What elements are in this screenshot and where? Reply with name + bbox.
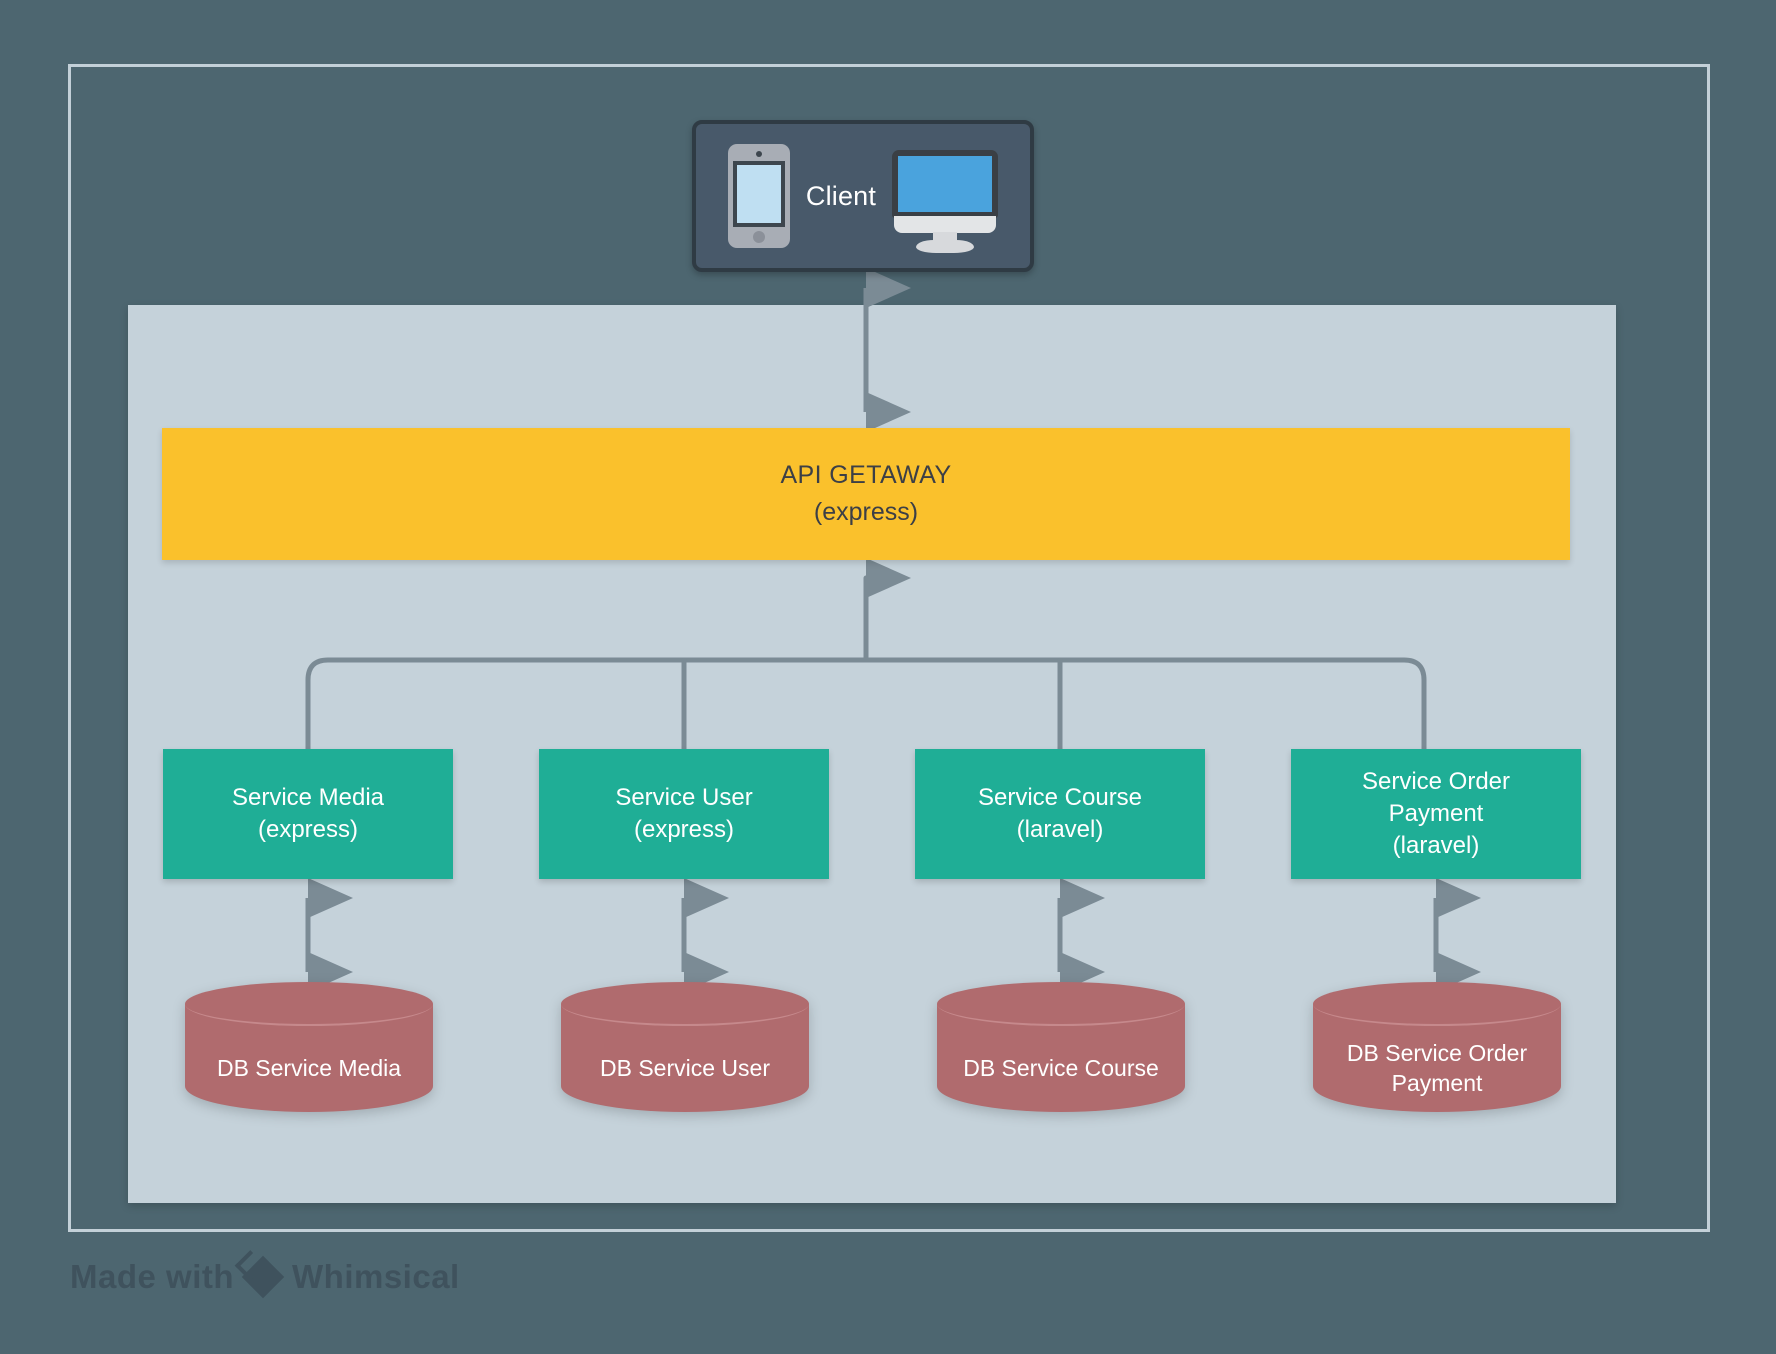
mobile-phone-icon: [727, 144, 790, 248]
monitor-bezel: [892, 150, 999, 218]
phone-camera-dot: [755, 151, 762, 157]
watermark-prefix: Made with: [70, 1258, 235, 1295]
database-label: DB Service Course: [963, 1055, 1159, 1082]
outer-frame: [68, 64, 1710, 1232]
db-cylinder-top: [185, 982, 433, 1026]
desktop-monitor-icon: [892, 144, 999, 253]
whimsical-watermark: Made with Whimsical: [70, 1255, 460, 1299]
api-gateway-title: API GETAWAY: [780, 461, 952, 489]
api-gateway-subtitle: (express): [813, 498, 919, 526]
api-gateway-node[interactable]: API GETAWAY (express): [162, 428, 1570, 560]
watermark-brand: Whimsical: [292, 1258, 460, 1295]
service-subtitle: (express): [633, 816, 735, 843]
database-node-media[interactable]: DB Service Media: [185, 982, 433, 1134]
database-node-user[interactable]: DB Service User: [561, 982, 809, 1134]
db-cylinder-top: [1313, 982, 1561, 1026]
monitor-screen: [898, 156, 993, 212]
service-node-course[interactable]: Service Course (laravel): [915, 749, 1205, 879]
client-label: Client: [805, 180, 877, 211]
monitor-foot: [916, 240, 975, 253]
monitor-neck: [933, 232, 958, 243]
client-node[interactable]: Client: [692, 120, 1034, 272]
service-node-user[interactable]: Service User (express): [539, 749, 829, 879]
service-subtitle: (laravel): [1392, 831, 1480, 859]
service-node-order-payment[interactable]: Service Order Payment (laravel): [1291, 749, 1581, 879]
database-label: DB Service User: [600, 1055, 770, 1082]
service-subtitle: (laravel): [1016, 816, 1104, 843]
service-node-media[interactable]: Service Media (express): [163, 749, 453, 879]
database-label: DB Service Media: [216, 1055, 402, 1082]
database-node-order-payment[interactable]: DB Service Order Payment: [1313, 982, 1561, 1134]
service-title: Service User: [615, 784, 753, 812]
database-label: DB Service Order Payment: [1313, 1026, 1561, 1112]
db-cylinder-top: [937, 982, 1185, 1026]
service-title: Service Media: [231, 784, 385, 812]
whimsical-logo-icon: [241, 1255, 285, 1299]
service-title-line1: Service Order: [1361, 768, 1511, 796]
service-subtitle: (express): [257, 816, 359, 843]
service-title: Service Course: [977, 784, 1143, 812]
service-title-line2: Payment: [1388, 800, 1484, 828]
database-label-line2: Payment: [1391, 1070, 1483, 1096]
monitor-chin: [894, 216, 997, 233]
db-cylinder-top: [561, 982, 809, 1026]
phone-screen: [732, 161, 785, 227]
database-node-course[interactable]: DB Service Course: [937, 982, 1185, 1134]
phone-home-button: [752, 231, 765, 243]
database-label-line1: DB Service Order: [1346, 1040, 1528, 1067]
